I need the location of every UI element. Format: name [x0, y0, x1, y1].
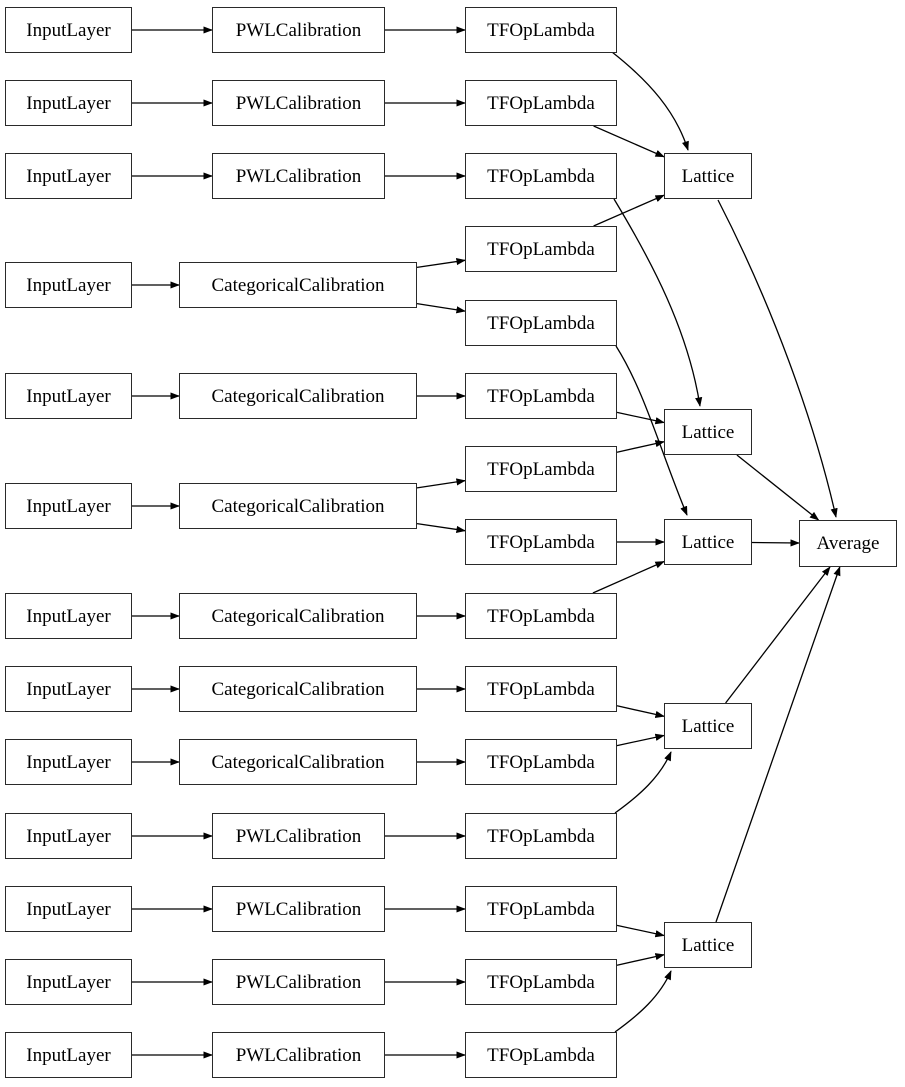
edge-lam10->lat4 [614, 751, 672, 814]
node-in11-inputlayer: InputLayer [5, 886, 132, 932]
node-in5-inputlayer: InputLayer [5, 373, 132, 419]
node-cal5-categoricalcalibration: CategoricalCalibration [179, 373, 417, 419]
edge-lam11->lat5 [616, 924, 665, 938]
node-cal12-pwlcalibration: PWLCalibration [212, 959, 385, 1005]
node-lat3-lattice: Lattice [664, 519, 752, 565]
node-lat1-lattice: Lattice [664, 153, 752, 199]
node-lat4-lattice: Lattice [664, 703, 752, 749]
node-cal9-categoricalcalibration: CategoricalCalibration [179, 739, 417, 785]
node-lam4a-tfoplambda: TFOpLambda [465, 226, 617, 272]
edge-cal4->lam4a [416, 257, 466, 269]
node-in10-inputlayer: InputLayer [5, 813, 132, 859]
edge-cal4->lam4b [416, 302, 466, 314]
node-cal10-pwlcalibration: PWLCalibration [212, 813, 385, 859]
node-lam13-tfoplambda: TFOpLambda [465, 1032, 617, 1078]
node-cal4-categoricalcalibration: CategoricalCalibration [179, 262, 417, 308]
edge-lam4a->lat1 [593, 194, 665, 227]
edge-lat1->avg [717, 199, 838, 518]
node-lam6a-tfoplambda: TFOpLambda [465, 446, 617, 492]
node-in1-inputlayer: InputLayer [5, 7, 132, 53]
edge-lat2->avg [736, 454, 820, 521]
edge-lam3->lat2 [613, 198, 703, 407]
node-lam2-tfoplambda: TFOpLambda [465, 80, 617, 126]
edge-lam4b->lat3 [615, 345, 688, 516]
node-in4-inputlayer: InputLayer [5, 262, 132, 308]
node-in12-inputlayer: InputLayer [5, 959, 132, 1005]
node-in6-inputlayer: InputLayer [5, 483, 132, 529]
edge-lam9->lat4 [616, 733, 665, 747]
edge-lam7->lat3 [592, 560, 665, 594]
node-lam7-tfoplambda: TFOpLambda [465, 593, 617, 639]
edge-lam13->lat5 [614, 970, 672, 1033]
node-lam4b-tfoplambda: TFOpLambda [465, 300, 617, 346]
node-lat2-lattice: Lattice [664, 409, 752, 455]
edge-lat4->avg [725, 566, 831, 704]
node-lam11-tfoplambda: TFOpLambda [465, 886, 617, 932]
node-cal1-pwlcalibration: PWLCalibration [212, 7, 385, 53]
node-in13-inputlayer: InputLayer [5, 1032, 132, 1078]
edge-lam2->lat1 [593, 125, 665, 158]
node-in3-inputlayer: InputLayer [5, 153, 132, 199]
edge-lat3->avg [751, 539, 800, 547]
node-lam12-tfoplambda: TFOpLambda [465, 959, 617, 1005]
node-lam6b-tfoplambda: TFOpLambda [465, 519, 617, 565]
node-lam1-tfoplambda: TFOpLambda [465, 7, 617, 53]
node-lam10-tfoplambda: TFOpLambda [465, 813, 617, 859]
node-cal2-pwlcalibration: PWLCalibration [212, 80, 385, 126]
node-lat5-lattice: Lattice [664, 922, 752, 968]
node-lam5-tfoplambda: TFOpLambda [465, 373, 617, 419]
node-avg-average: Average [799, 520, 897, 567]
edge-lam5->lat2 [616, 411, 665, 425]
node-cal13-pwlcalibration: PWLCalibration [212, 1032, 385, 1078]
node-in7-inputlayer: InputLayer [5, 593, 132, 639]
node-in9-inputlayer: InputLayer [5, 739, 132, 785]
edge-cal6->lam6a [416, 478, 466, 489]
edge-lam1->lat1 [611, 51, 689, 151]
node-cal3-pwlcalibration: PWLCalibration [212, 153, 385, 199]
edge-lam6a->lat2 [616, 440, 665, 453]
node-cal6-categoricalcalibration: CategoricalCalibration [179, 483, 417, 529]
node-lam3-tfoplambda: TFOpLambda [465, 153, 617, 199]
node-cal11-pwlcalibration: PWLCalibration [212, 886, 385, 932]
edge-lam8->lat4 [616, 705, 665, 718]
edge-cal6->lam6b [416, 522, 466, 534]
node-cal7-categoricalcalibration: CategoricalCalibration [179, 593, 417, 639]
node-in2-inputlayer: InputLayer [5, 80, 132, 126]
node-lam8-tfoplambda: TFOpLambda [465, 666, 617, 712]
node-lam9-tfoplambda: TFOpLambda [465, 739, 617, 785]
edge-lam12->lat5 [616, 953, 665, 966]
node-in8-inputlayer: InputLayer [5, 666, 132, 712]
edge-lat5->avg [715, 566, 841, 923]
node-cal8-categoricalcalibration: CategoricalCalibration [179, 666, 417, 712]
